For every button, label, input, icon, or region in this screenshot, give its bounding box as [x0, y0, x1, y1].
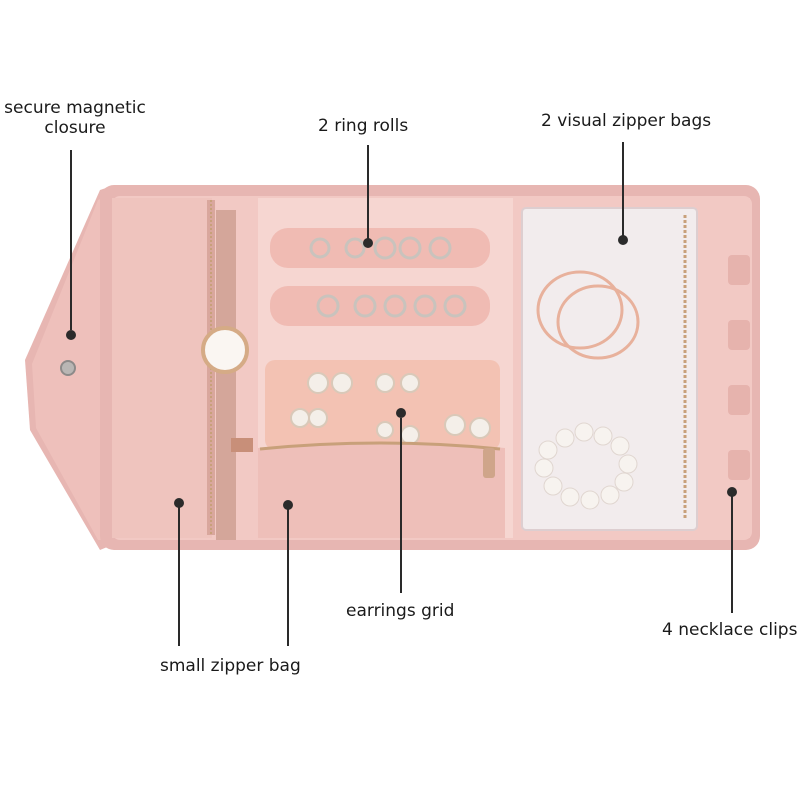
leader-ring-rolls [367, 145, 369, 240]
bangles [536, 270, 640, 360]
ring-roll-top [270, 228, 490, 268]
leader-small-bag-right [287, 508, 289, 646]
dot-small-bag-right [283, 500, 293, 510]
leader-zipper-bags [622, 142, 624, 237]
pearl-bracelet [534, 422, 638, 510]
watch-strap [216, 210, 236, 540]
necklace-clips [728, 255, 750, 480]
rings [309, 236, 467, 318]
leader-closure [70, 150, 72, 330]
leader-small-bag-left [178, 506, 180, 646]
watch-buckle [231, 438, 253, 452]
ring-roll-bottom [270, 286, 490, 326]
dot-necklace [727, 487, 737, 497]
label-ring-rolls: 2 ring rolls [318, 116, 409, 136]
clear-zipper-bag [521, 207, 698, 531]
watch-face [201, 326, 249, 374]
label-earrings-grid: earrings grid [346, 601, 455, 621]
dot-small-bag-left [174, 498, 184, 508]
dot-zipper-bags [618, 235, 628, 245]
magnetic-snap [60, 360, 76, 376]
label-necklace-clips: 4 necklace clips [662, 620, 798, 640]
label-small-zipper-bag: small zipper bag [160, 656, 301, 676]
dot-closure [66, 330, 76, 340]
zipper-pull [483, 448, 495, 478]
dot-ring-rolls [363, 238, 373, 248]
label-visual-zipper-bags: 2 visual zipper bags [541, 111, 712, 131]
dot-earrings [396, 408, 406, 418]
leader-necklace [731, 495, 733, 613]
earrings [290, 372, 491, 445]
small-zipper-bag [258, 442, 505, 538]
label-secure-magnetic-closure: secure magnetic closure [4, 98, 146, 138]
leader-earrings [400, 418, 402, 593]
left-pocket [112, 198, 212, 538]
